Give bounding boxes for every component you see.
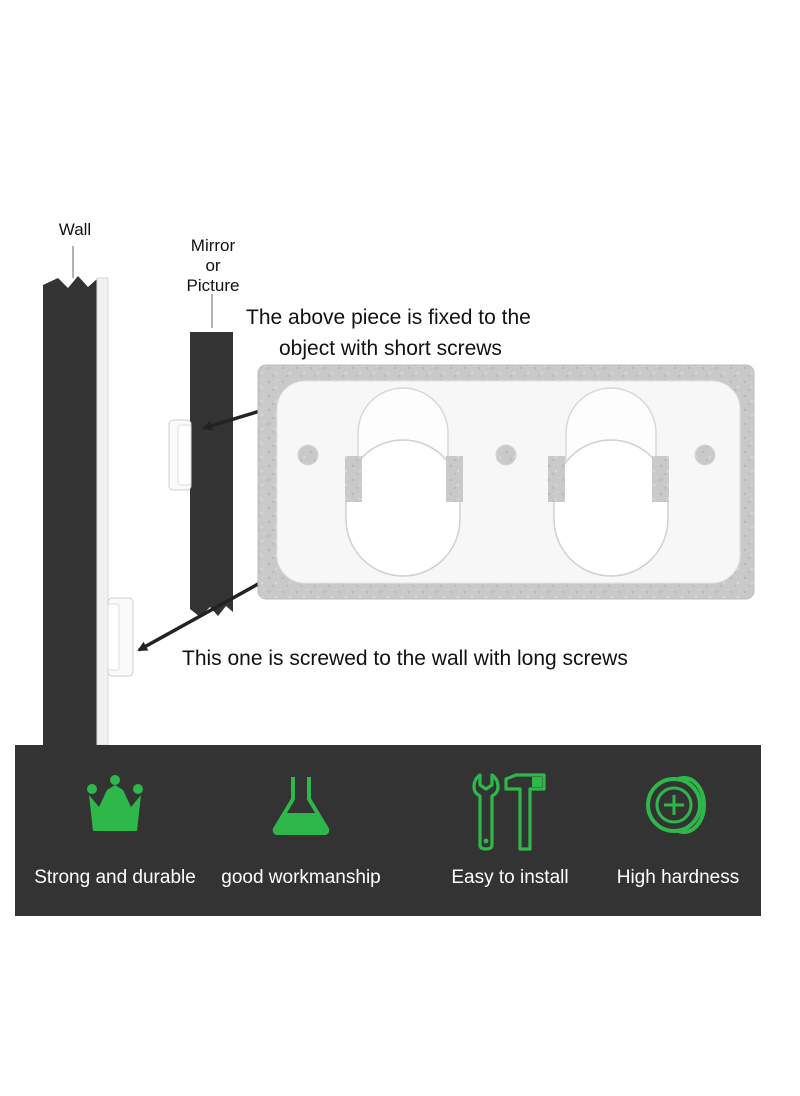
mounting-diagram <box>43 246 755 745</box>
mirror-label: Mirror or Picture <box>168 236 258 296</box>
bottom-bracket-caption: This one is screwed to the wall with lon… <box>182 647 628 670</box>
mirror-section <box>190 294 233 617</box>
flask-icon <box>272 777 330 835</box>
wall-surface <box>96 277 109 745</box>
feature-label: Strong and durable <box>34 867 196 888</box>
plate-slot-right <box>548 387 669 577</box>
mirror-label-line1: Mirror <box>190 236 236 255</box>
feature-strong: Strong and durable <box>22 745 208 916</box>
coin-plus-icon <box>646 776 706 834</box>
screw-hole <box>495 444 517 466</box>
mirror-label-line2: or <box>205 256 221 275</box>
top-caption-line2: object with short screws <box>279 337 502 360</box>
bracket-plate <box>257 364 755 600</box>
feature-bar: Strong and durable good workmanship Easy… <box>15 745 761 916</box>
plate-slot-left <box>345 387 463 577</box>
wall-body <box>43 276 97 745</box>
top-caption-line1: The above piece is fixed to the <box>246 306 531 329</box>
wall-section <box>43 246 109 745</box>
mirror-label-line3: Picture <box>186 276 240 295</box>
screw-hole <box>694 444 716 466</box>
feature-label: High hardness <box>616 867 740 888</box>
feature-hardness: High hardness <box>585 745 771 916</box>
mirror-body <box>190 332 233 617</box>
lower-bracket <box>107 597 134 677</box>
crown-icon <box>87 775 143 831</box>
feature-workmanship: good workmanship <box>208 745 394 916</box>
feature-easy-install: Easy to install <box>417 745 603 916</box>
feature-label: good workmanship <box>221 867 381 888</box>
feature-label: Easy to install <box>451 867 569 888</box>
screw-hole <box>297 444 319 466</box>
wall-label: Wall <box>58 220 92 239</box>
top-bracket-caption: The above piece is fixed to the object w… <box>246 302 566 364</box>
upper-bracket <box>168 419 192 491</box>
wrench-hammer-icon <box>472 773 546 851</box>
